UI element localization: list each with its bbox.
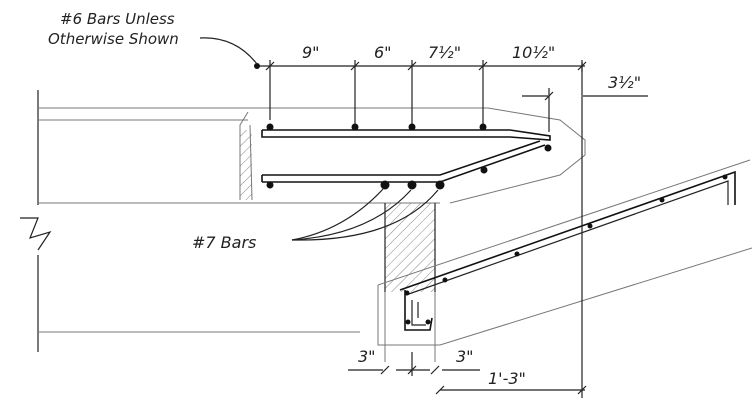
bars6-leader	[199, 37, 258, 65]
fascia-element	[377, 159, 752, 346]
dim-top-3: 7½"	[428, 43, 461, 62]
bottom-dimension-string	[348, 352, 587, 395]
bars7-leaders	[291, 188, 439, 241]
slab-outline	[20, 90, 586, 352]
fascia-rebar-dots	[404, 174, 728, 325]
dim-bottom-long: 1'-3"	[488, 369, 526, 388]
barrier-section	[384, 203, 436, 362]
top-dimension-string	[254, 60, 587, 124]
dim-bottom-left: 3"	[358, 347, 376, 366]
label-bars7: #7 Bars	[192, 233, 256, 252]
label-bars6-line2: Otherwise Shown	[48, 30, 179, 48]
right-offset-dimension	[522, 88, 648, 132]
rebar-6-dots	[266, 123, 552, 189]
dim-top-2: 6"	[374, 43, 392, 62]
top-rebar	[261, 129, 551, 141]
dim-top-1: 9"	[302, 43, 320, 62]
label-bars6-line1: #6 Bars Unless	[60, 10, 175, 28]
girder-flange	[239, 111, 253, 201]
dim-right-offset: 3½"	[608, 73, 641, 92]
rebar-7-dots	[380, 180, 445, 190]
dim-bottom-right: 3"	[456, 347, 474, 366]
dim-top-4: 10½"	[512, 43, 555, 62]
bottom-rebar	[261, 140, 546, 183]
